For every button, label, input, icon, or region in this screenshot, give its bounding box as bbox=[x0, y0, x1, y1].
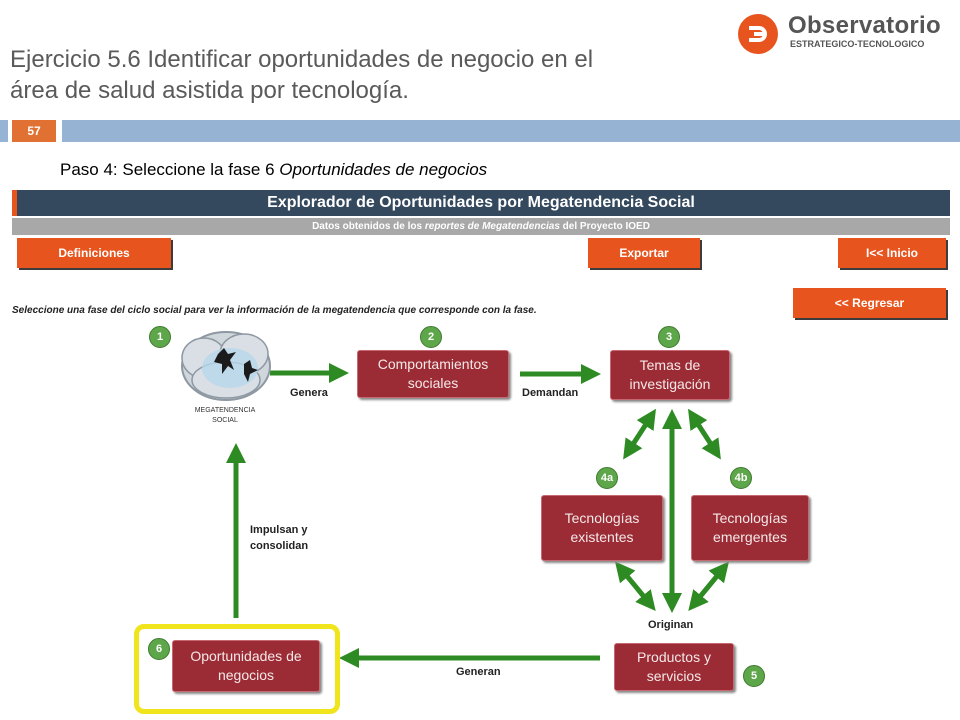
node-productos-servicios[interactable]: Productos y servicios bbox=[614, 643, 734, 691]
edge-label-impulsan-line1: Impulsan y bbox=[250, 524, 308, 536]
phase-4b-badge[interactable]: 4b bbox=[730, 467, 752, 489]
step-instruction: Paso 4: Seleccione la fase 6 Oportunidad… bbox=[60, 160, 487, 180]
node-comportamientos-sociales[interactable]: Comportamientos sociales bbox=[357, 350, 509, 398]
edge-label-genera: Genera bbox=[290, 387, 328, 399]
page-bar bbox=[62, 120, 960, 142]
cloud-label-line2: SOCIAL bbox=[212, 417, 238, 424]
regresar-button[interactable]: << Regresar bbox=[793, 288, 946, 318]
node-5-line1: Productos y bbox=[637, 649, 711, 665]
app-title: Explorador de Oportunidades por Megatend… bbox=[267, 194, 695, 211]
slide-title-line2: área de salud asistida por tecnología. bbox=[10, 77, 409, 104]
page-number: 57 bbox=[12, 120, 56, 142]
node-3-line1: Temas de bbox=[639, 357, 701, 373]
edge-label-generan: Generan bbox=[456, 666, 501, 678]
arrow-3-4a bbox=[623, 408, 656, 460]
megatendencia-cloud-icon[interactable] bbox=[174, 318, 278, 414]
step-prefix: Paso 4: Seleccione la fase 6 bbox=[60, 160, 280, 179]
arrow-3-4b bbox=[688, 408, 721, 460]
node-2-line2: sociales bbox=[407, 375, 459, 391]
app-subtitle-prefix: Datos obtenidos de los bbox=[312, 221, 425, 232]
node-4a-line2: existentes bbox=[570, 529, 634, 545]
header-accent bbox=[12, 190, 17, 216]
instruction-text: Seleccione una fase del ciclo social par… bbox=[12, 305, 537, 316]
inicio-button[interactable]: I<< Inicio bbox=[838, 238, 946, 268]
node-4a-line1: Tecnologías bbox=[564, 510, 640, 526]
logo-mark-icon bbox=[738, 14, 778, 54]
slide-title: Ejercicio 5.6 Identificar oportunidades … bbox=[10, 44, 710, 106]
node-6-line2: negocios bbox=[217, 667, 275, 683]
edge-label-originan: Originan bbox=[648, 619, 694, 631]
node-tecnologias-emergentes[interactable]: Tecnologías emergentes bbox=[691, 495, 809, 561]
phase-5-badge[interactable]: 5 bbox=[743, 665, 765, 687]
app-subtitle-italic: reportes de Megatendencias bbox=[424, 221, 560, 232]
node-oportunidades-negocios[interactable]: Oportunidades de negocios bbox=[172, 640, 320, 692]
phase-2-badge[interactable]: 2 bbox=[420, 326, 442, 348]
arrow-4b-originan bbox=[688, 561, 729, 611]
node-4b-line1: Tecnologías bbox=[712, 510, 788, 526]
app-subtitle: Datos obtenidos de los reportes de Megat… bbox=[12, 218, 950, 235]
edge-label-impulsan: Impulsan y consolidan bbox=[250, 522, 308, 554]
app-subtitle-suffix: del Proyecto IOED bbox=[559, 221, 650, 232]
exportar-button[interactable]: Exportar bbox=[588, 238, 700, 268]
node-5-line2: servicios bbox=[646, 668, 702, 684]
definiciones-button[interactable]: Definiciones bbox=[17, 238, 171, 268]
phase-4a-badge[interactable]: 4a bbox=[596, 467, 618, 489]
observatorio-logo: Observatorio ESTRATEGICO-TECNOLOGICO bbox=[738, 10, 958, 56]
edge-label-demandan: Demandan bbox=[522, 387, 579, 399]
edge-label-impulsan-line2: consolidan bbox=[250, 540, 309, 552]
step-italic: Oportunidades de negocios bbox=[279, 160, 488, 179]
cloud-label: MEGATENDENCIA SOCIAL bbox=[188, 406, 262, 426]
logo-subtitle: ESTRATEGICO-TECNOLOGICO bbox=[790, 39, 925, 49]
node-4b-line2: emergentes bbox=[713, 529, 787, 545]
node-3-line2: investigación bbox=[629, 376, 711, 392]
node-temas-investigacion[interactable]: Temas de investigación bbox=[610, 350, 730, 400]
arrow-4a-originan bbox=[615, 561, 656, 611]
phase-1-badge[interactable]: 1 bbox=[149, 326, 171, 348]
node-2-line1: Comportamientos bbox=[377, 356, 489, 372]
node-6-line1: Oportunidades de bbox=[190, 648, 302, 664]
logo-name: Observatorio bbox=[788, 12, 941, 39]
phase-6-highlight bbox=[134, 624, 340, 714]
phase-3-badge[interactable]: 3 bbox=[658, 326, 680, 348]
app-header: Explorador de Oportunidades por Megatend… bbox=[12, 190, 950, 216]
page-bar-left bbox=[0, 120, 8, 142]
phase-6-badge[interactable]: 6 bbox=[148, 638, 170, 660]
cloud-label-line1: MEGATENDENCIA bbox=[194, 407, 256, 414]
slide-title-line1: Ejercicio 5.6 Identificar oportunidades … bbox=[10, 46, 594, 73]
node-tecnologias-existentes[interactable]: Tecnologías existentes bbox=[541, 495, 663, 561]
